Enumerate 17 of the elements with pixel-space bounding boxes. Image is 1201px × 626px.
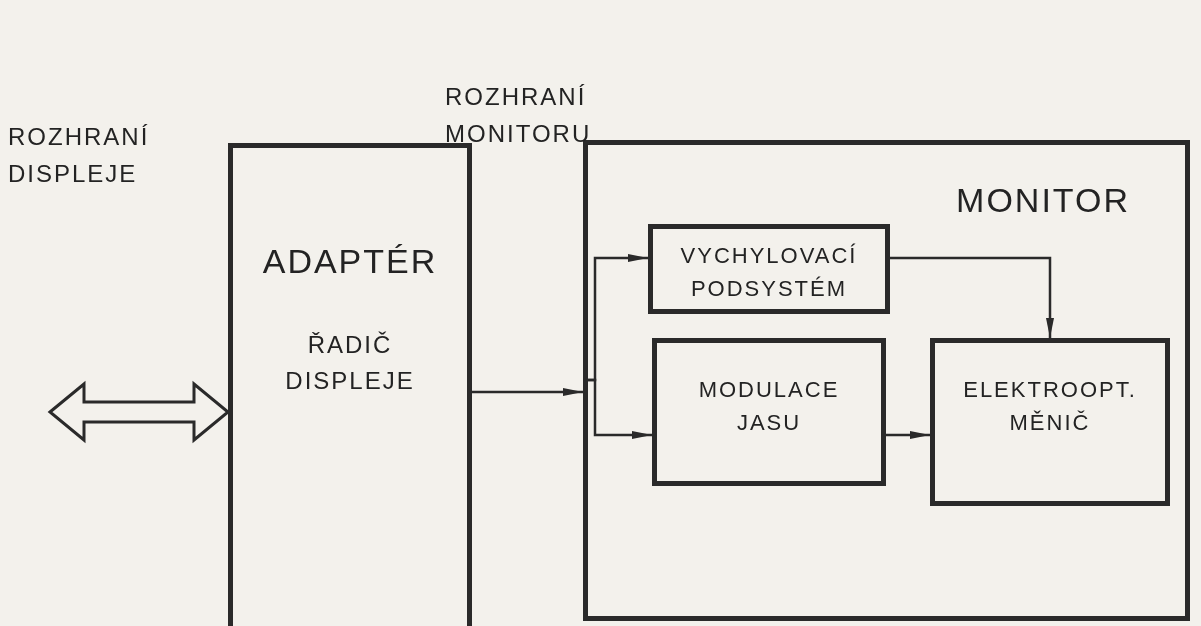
- block-box: [648, 224, 890, 314]
- interface-label: ROZHRANÍ DISPLEJE: [8, 122, 151, 190]
- box-label: ŘADIČ DISPLEJE: [284, 330, 416, 396]
- arrow: [890, 256, 1054, 338]
- block-box: [583, 140, 1190, 621]
- box-title: VYCHYLOVACÍ PODSYSTÉM: [679, 242, 859, 303]
- block-box: [930, 338, 1170, 506]
- block-box: [652, 338, 886, 486]
- double-arrow: [47, 380, 231, 444]
- interface-label: ROZHRANÍ MONITORU: [445, 82, 593, 150]
- arrow: [472, 388, 583, 396]
- box-title: ELEKTROOPT. MĚNIČ: [962, 376, 1138, 437]
- box-title: ADAPTÉR: [262, 241, 438, 282]
- box-title: MONITOR: [956, 180, 1130, 221]
- block-box: [228, 143, 472, 626]
- arrow: [886, 431, 930, 439]
- box-title: MODULACE JASU: [697, 376, 841, 437]
